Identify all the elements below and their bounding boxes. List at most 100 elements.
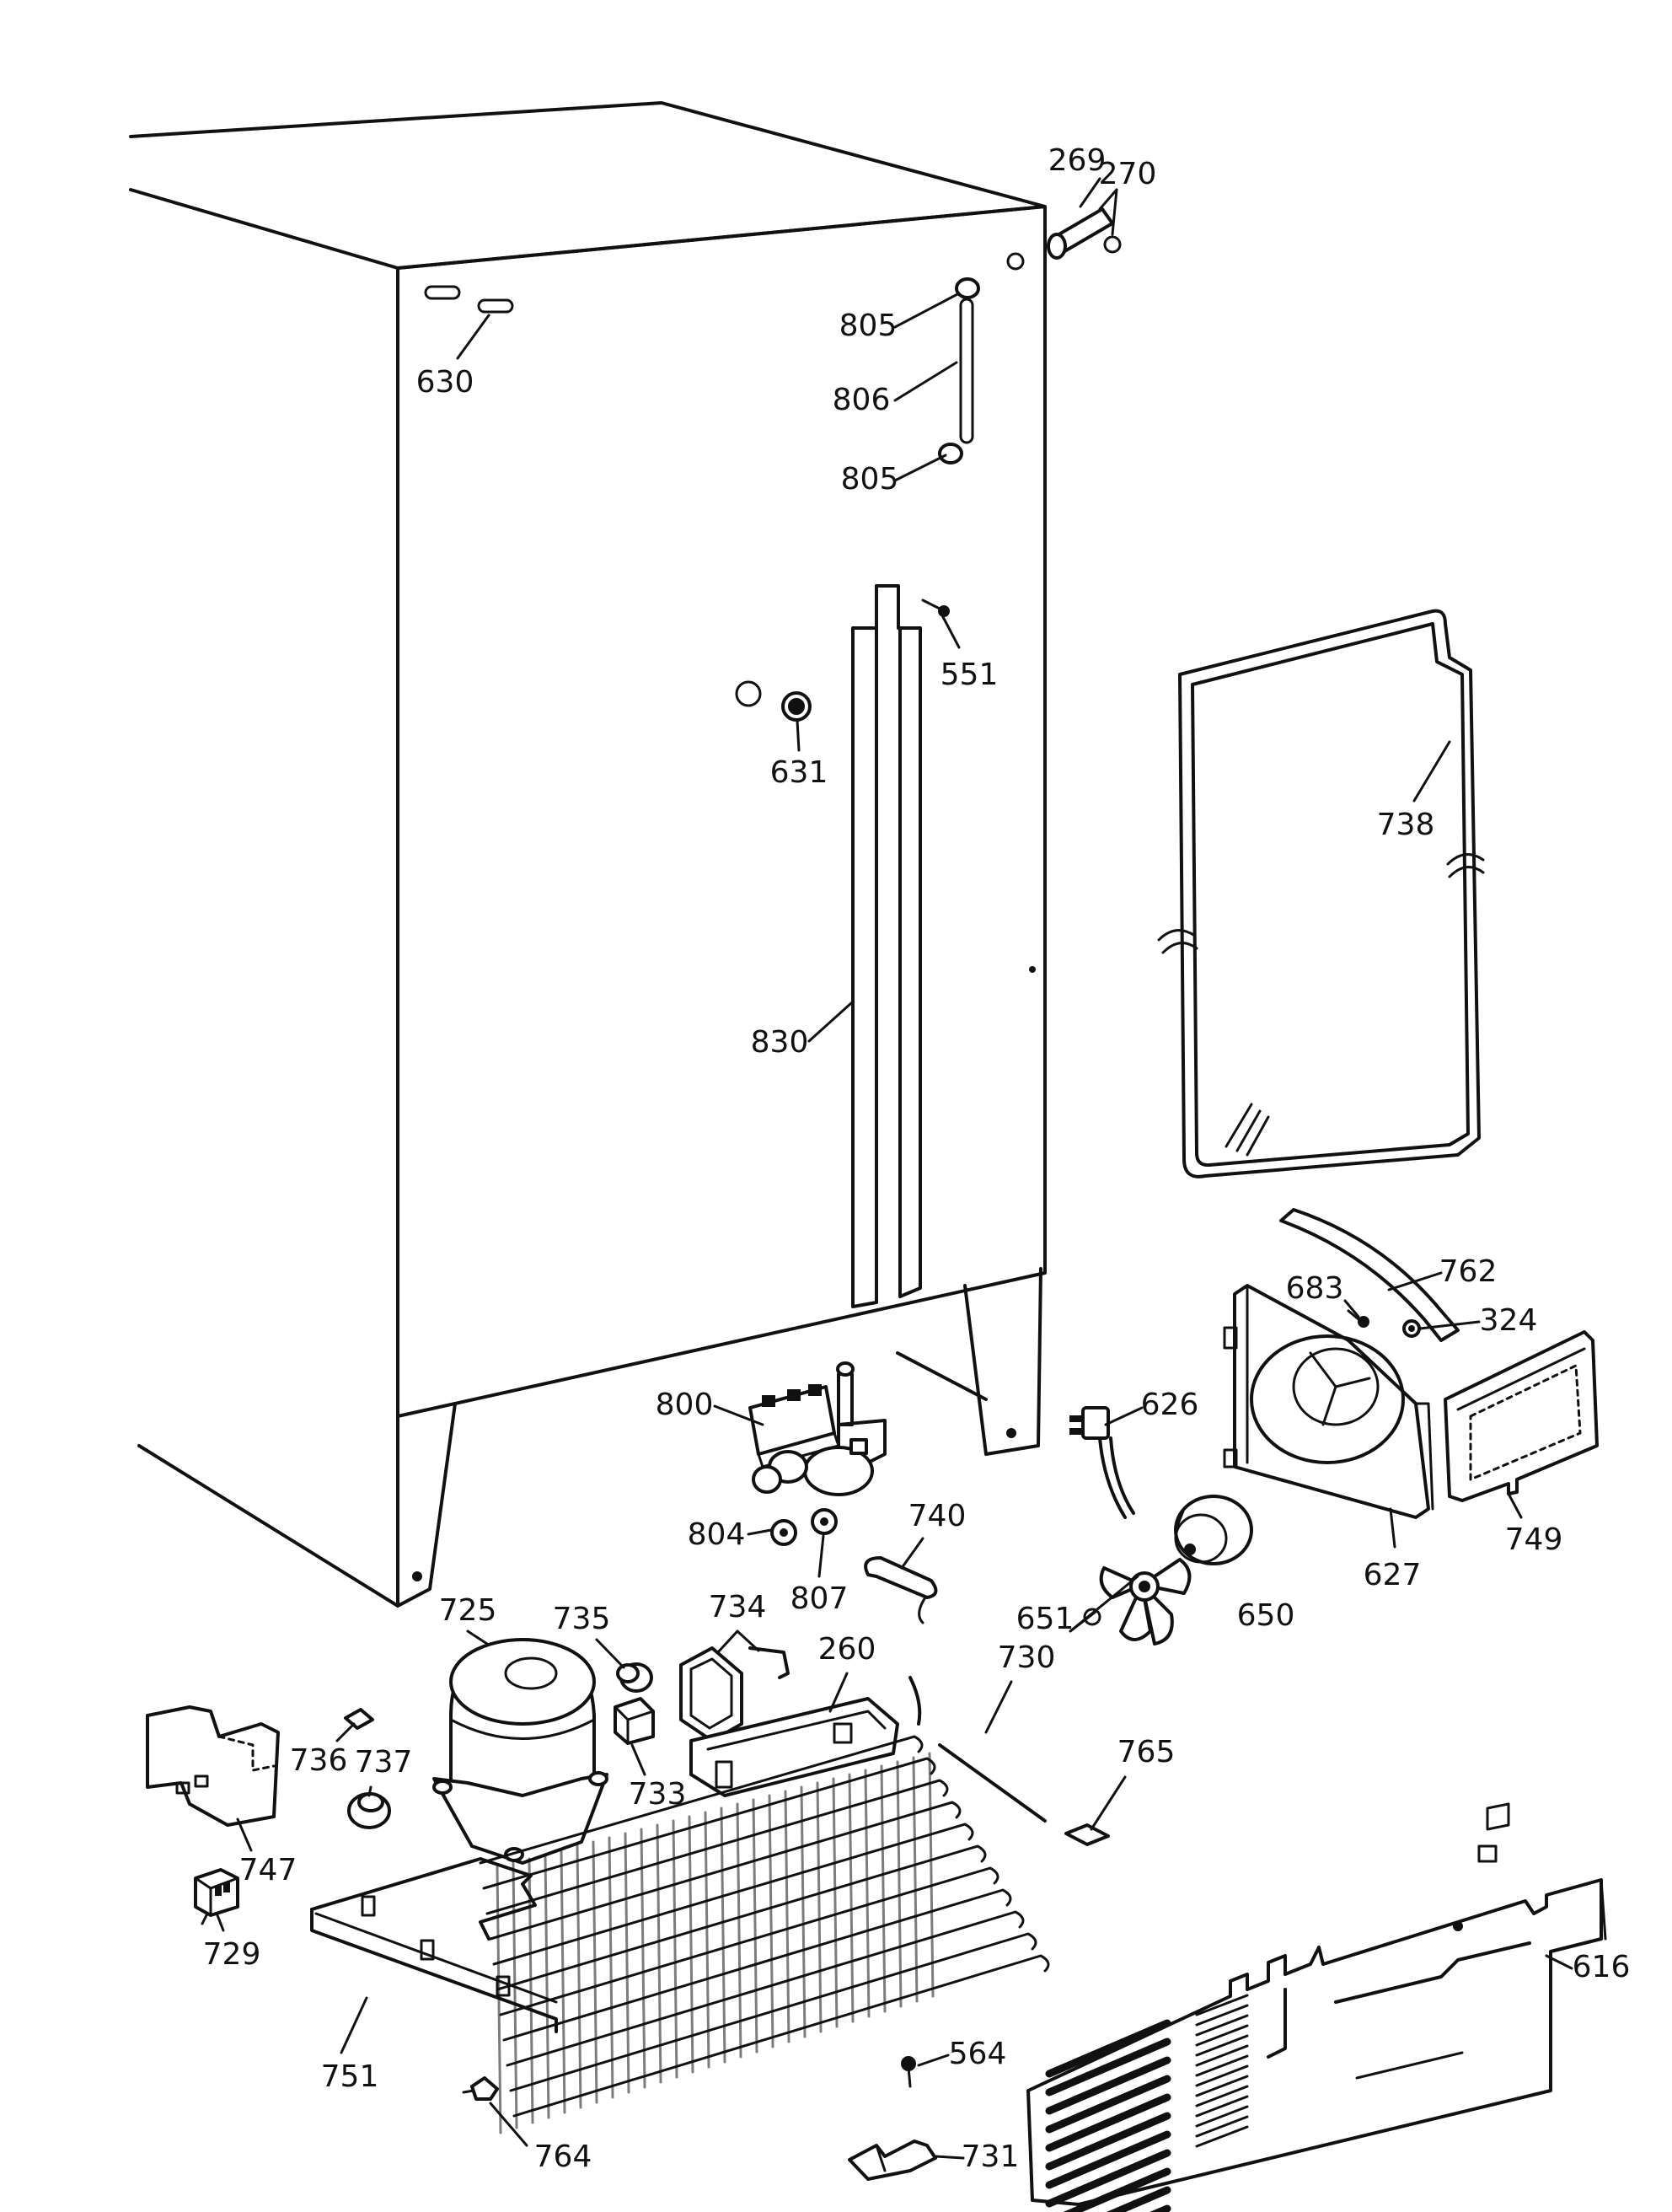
compressor-725	[432, 1638, 608, 1865]
coil-wire	[688, 1815, 694, 2074]
grille-slot-fine	[1195, 2095, 1249, 2118]
water-valve-800	[748, 1361, 887, 1496]
callout-725: 725	[439, 1593, 497, 1628]
coil-wire	[512, 1861, 518, 2129]
callout-630: 630	[416, 365, 474, 400]
grille-slot-fine	[1195, 2014, 1249, 2037]
callout-731: 731	[962, 2140, 1020, 2174]
water-tube-806	[938, 277, 980, 464]
callout-729: 729	[203, 1937, 261, 1972]
callout-labels: 269 270 805 806 805 630 551 631 738 830 …	[203, 143, 1631, 2174]
coil-wire	[864, 1769, 871, 2018]
callout-683: 683	[1286, 1271, 1344, 1306]
condenser-coil-730	[479, 1676, 1050, 2134]
bracket-747	[146, 1705, 280, 1827]
coil-wire	[800, 1785, 807, 2038]
fan-blade-651	[1083, 1558, 1192, 1646]
grille-slot	[1045, 2019, 1171, 2078]
coil-wire	[656, 1823, 662, 2084]
callout-270: 270	[1099, 157, 1157, 191]
cabinet	[129, 101, 1047, 1608]
grille-slot-fine	[1195, 1994, 1249, 2016]
cover-749	[1444, 1330, 1599, 1502]
callout-651: 651	[1016, 1602, 1074, 1636]
relay-733	[614, 1697, 655, 1745]
coil-wire	[752, 1798, 758, 2054]
coil-tube	[496, 1844, 987, 1991]
callout-260: 260	[818, 1632, 876, 1667]
coil-wire	[576, 1844, 582, 2109]
mullion-strip-830	[851, 584, 922, 1308]
callout-736: 736	[290, 1743, 348, 1778]
nut-324	[1402, 1319, 1421, 1338]
clip-765	[1064, 1823, 1110, 1846]
coil-wire	[720, 1807, 726, 2064]
callout-616: 616	[1573, 1950, 1631, 1984]
grille-slot-fine	[1195, 2044, 1249, 2067]
callout-764: 764	[534, 2140, 592, 2174]
grille-slot	[1045, 2056, 1171, 2115]
callout-762: 762	[1439, 1254, 1498, 1289]
grille-slot-fine	[1195, 2075, 1249, 2097]
callout-324: 324	[1480, 1303, 1538, 1338]
grille-slot	[1045, 2130, 1171, 2189]
grille-slot	[1106, 2186, 1171, 2212]
callout-806: 806	[833, 383, 891, 417]
callout-734: 734	[709, 1590, 767, 1624]
coil-wire	[784, 1790, 790, 2043]
grommet-631	[781, 691, 812, 722]
callout-564: 564	[949, 2037, 1007, 2071]
coil-tube	[485, 1779, 949, 1915]
grille-slot-fine	[1195, 2085, 1249, 2107]
washer-807	[811, 1508, 838, 1535]
capacitor-729	[194, 1868, 239, 1925]
coil-tube	[489, 1801, 962, 1941]
coil-wire	[592, 1840, 598, 2104]
clip-736	[344, 1708, 374, 1730]
coil-wire	[528, 1857, 534, 2124]
clip-740	[864, 1556, 938, 1624]
coil-wire	[912, 1756, 919, 2003]
callout-650: 650	[1237, 1598, 1295, 1633]
grille-slot	[1045, 2093, 1171, 2152]
coil-tube	[499, 1866, 999, 2016]
callout-631: 631	[770, 755, 828, 790]
coil-tube	[502, 1888, 1012, 2042]
fan-shroud-627	[1223, 1284, 1434, 1519]
callout-738: 738	[1377, 808, 1435, 842]
drain-pan-260	[689, 1697, 899, 1797]
grille-slot-fine	[1195, 2115, 1249, 2138]
screw-683	[1347, 1309, 1369, 1328]
callout-805-lower: 805	[841, 462, 899, 497]
callout-269: 269	[1048, 143, 1107, 178]
callout-733: 733	[629, 1777, 687, 1812]
gasket-738	[1157, 609, 1485, 1178]
callout-737: 737	[355, 1745, 413, 1780]
callout-740: 740	[908, 1499, 967, 1533]
grille-slot-fine	[1195, 2125, 1249, 2148]
callout-747: 747	[239, 1853, 297, 1887]
coil-wire	[848, 1773, 855, 2023]
grille-slot	[1063, 2167, 1171, 2212]
callout-751: 751	[321, 2059, 379, 2094]
callout-626: 626	[1141, 1388, 1199, 1422]
callout-804: 804	[688, 1517, 746, 1552]
grille-slot-fine	[1195, 2054, 1249, 2077]
bushing-737	[347, 1792, 391, 1829]
grille-slot	[1045, 2149, 1171, 2208]
washer-804	[770, 1519, 797, 1546]
clamp-269	[1047, 207, 1122, 260]
coil-tube	[509, 1932, 1037, 2092]
coil-wire	[544, 1853, 550, 2119]
grille-slot-fine	[1195, 2024, 1249, 2047]
coil-wire	[560, 1849, 566, 2114]
coil-wire	[816, 1781, 823, 2033]
clip-764	[462, 2076, 499, 2101]
overload-734	[679, 1646, 790, 1742]
grille-slot-fine	[1195, 2034, 1249, 2057]
coil-tube	[479, 1735, 924, 1865]
bracket-731	[848, 2140, 937, 2181]
base-pan-751	[310, 1857, 558, 2033]
callout-800: 800	[656, 1388, 714, 1422]
coil-tube	[512, 1954, 1050, 2118]
